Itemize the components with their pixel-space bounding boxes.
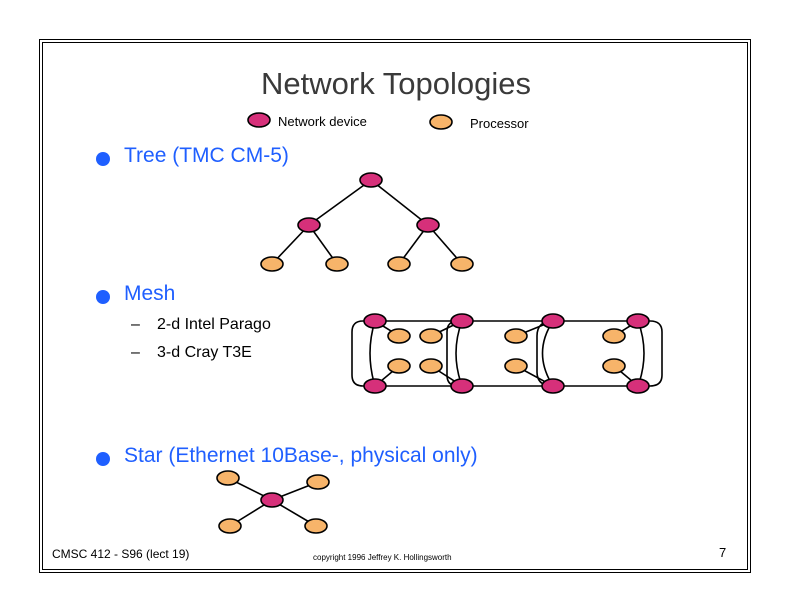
tree-root-device (359, 172, 383, 188)
mesh-processor (602, 328, 626, 344)
star-processor (306, 474, 330, 490)
mesh-device (541, 313, 565, 329)
mesh-device (450, 378, 474, 394)
mesh-topology-diagram (351, 313, 663, 394)
star-processor (216, 470, 240, 486)
footer-copyright: copyright 1996 Jeffrey K. Hollingsworth (313, 553, 452, 562)
page-number: 7 (719, 545, 727, 560)
mesh-processor (387, 328, 411, 344)
legend-processor-icon (429, 114, 453, 130)
star-processor (218, 518, 242, 534)
bullet-tree: Tree (TMC CM-5) (124, 144, 289, 167)
star-processor (304, 518, 328, 534)
bullet-star: Star (Ethernet 10Base-, physical only) (124, 444, 478, 467)
sub-bullet-dash: – (131, 344, 140, 361)
mesh-device (626, 313, 650, 329)
tree-left-device (297, 217, 321, 233)
mesh-device (450, 313, 474, 329)
mesh-processor (419, 358, 443, 374)
slide-frame (39, 39, 751, 573)
bullet-mesh: Mesh (124, 282, 176, 305)
bullet-icon (96, 290, 110, 304)
mesh-device (541, 378, 565, 394)
legend-processor-label: Processor (470, 116, 529, 131)
bullet-icon (96, 452, 110, 466)
tree-topology-diagram (260, 172, 474, 272)
mesh-processor (504, 358, 528, 374)
star-hub-device (260, 492, 284, 508)
tree-processor (325, 256, 349, 272)
tree-processor (387, 256, 411, 272)
bullet-icon (96, 152, 110, 166)
mesh-device (363, 378, 387, 394)
mesh-processor (387, 358, 411, 374)
mesh-processor (419, 328, 443, 344)
mesh-processor (504, 328, 528, 344)
footer-course: CMSC 412 - S96 (lect 19) (52, 547, 190, 561)
tree-processor (260, 256, 284, 272)
star-topology-diagram (216, 470, 330, 534)
tree-processor (450, 256, 474, 272)
mesh-device (363, 313, 387, 329)
slide-title: Network Topologies (261, 66, 531, 101)
mesh-device (626, 378, 650, 394)
legend-device-label: Network device (278, 114, 367, 129)
sub-bullet-dash: – (131, 316, 140, 333)
tree-right-device (416, 217, 440, 233)
legend-network-device-icon (247, 112, 271, 128)
mesh-processor (602, 358, 626, 374)
sub-item-cray-t3e: 3-d Cray T3E (157, 344, 252, 361)
sub-item-intel-paragon: 2-d Intel Parago (157, 316, 271, 333)
